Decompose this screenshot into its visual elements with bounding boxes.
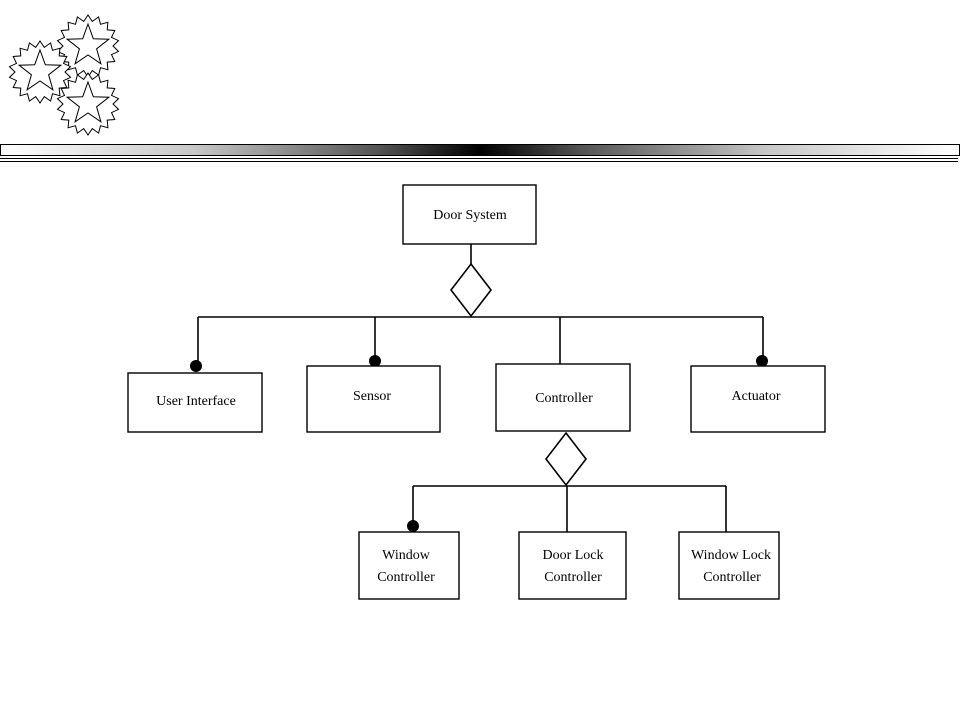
dot-window-controller bbox=[407, 520, 419, 532]
label-controller: Controller bbox=[535, 391, 593, 406]
aggregation-diamond-controller bbox=[544, 431, 588, 487]
label-window-controller-line2: Controller bbox=[377, 570, 435, 585]
controller-aggregation-connectors bbox=[412, 431, 727, 532]
box-user-interface bbox=[127, 372, 263, 433]
controller-multiplicity-dots bbox=[407, 520, 419, 532]
dot-user-interface bbox=[190, 360, 202, 372]
header-thin-rule bbox=[0, 158, 958, 162]
box-actuator bbox=[690, 365, 826, 433]
label-window-lock-controller-line2: Controller bbox=[703, 570, 761, 585]
label-door-lock-controller-line2: Controller bbox=[544, 570, 602, 585]
box-window-lock-controller bbox=[678, 531, 780, 600]
label-actuator: Actuator bbox=[732, 389, 781, 404]
label-user-interface: User Interface bbox=[156, 394, 236, 409]
box-door-system bbox=[402, 184, 537, 245]
label-window-controller-line1: Window bbox=[382, 548, 431, 563]
label-window-lock-controller-line1: Window Lock bbox=[691, 548, 771, 563]
box-sensor bbox=[306, 365, 441, 433]
box-window-controller bbox=[358, 531, 460, 600]
dot-actuator bbox=[756, 355, 768, 367]
aggregation-diamond-top bbox=[449, 262, 493, 318]
label-door-system: Door System bbox=[433, 208, 507, 223]
box-door-lock-controller bbox=[518, 531, 627, 600]
label-door-lock-controller-line1: Door Lock bbox=[542, 548, 603, 563]
top-multiplicity-dots bbox=[190, 355, 768, 372]
star-logo-icon bbox=[8, 14, 120, 136]
box-controller bbox=[495, 363, 631, 432]
dot-sensor bbox=[369, 355, 381, 367]
top-aggregation-connectors bbox=[197, 244, 764, 366]
label-sensor: Sensor bbox=[353, 389, 391, 404]
